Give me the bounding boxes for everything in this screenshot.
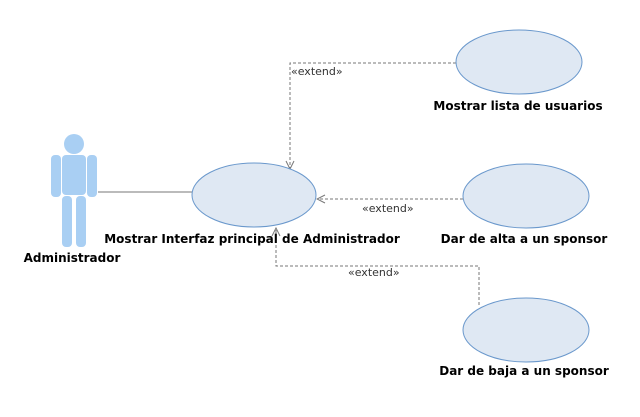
actor-body — [62, 155, 86, 195]
actor-left-leg — [62, 196, 72, 247]
use-case-alta-sponsor[interactable] — [462, 163, 590, 229]
extend-line-lista — [290, 62, 456, 169]
actor-right-leg — [76, 196, 86, 247]
use-case-main[interactable] — [191, 162, 317, 228]
extend-label-lista: «extend» — [291, 65, 343, 78]
use-case-mostrar-lista-label: Mostrar lista de usuarios — [433, 99, 602, 113]
actor-label: Administrador — [24, 251, 121, 265]
use-case-mostrar-lista[interactable] — [455, 29, 583, 95]
use-case-baja-sponsor[interactable] — [462, 297, 590, 363]
extend-line-baja — [276, 228, 480, 305]
actor-left-arm — [51, 155, 61, 197]
use-case-main-label: Mostrar Interfaz principal de Administra… — [104, 232, 400, 246]
actor-head — [64, 134, 84, 154]
actor-right-arm — [87, 155, 97, 197]
extend-label-alta: «extend» — [362, 202, 414, 215]
actor-administrador[interactable] — [51, 134, 97, 247]
extend-label-baja: «extend» — [348, 266, 400, 279]
use-case-alta-sponsor-label: Dar de alta a un sponsor — [441, 232, 608, 246]
use-case-baja-sponsor-label: Dar de baja a un sponsor — [439, 364, 609, 378]
